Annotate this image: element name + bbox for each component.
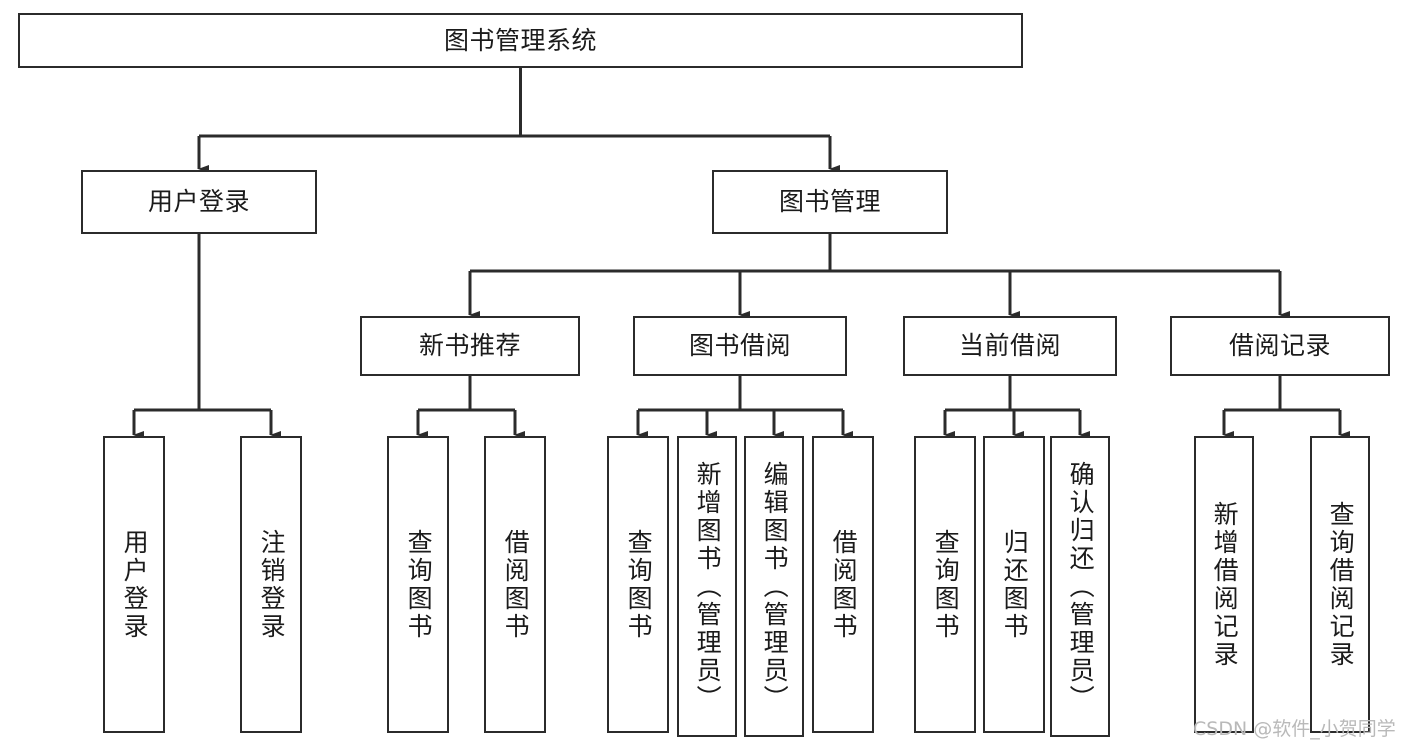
node-leaf-1[interactable]: 用户登录: [103, 436, 165, 733]
node-label: 图书管理: [778, 187, 881, 217]
node-leaf-7[interactable]: 编辑图书（管理员）: [744, 436, 804, 737]
node-l3-2[interactable]: 图书借阅: [633, 316, 847, 376]
node-root[interactable]: 图书管理系统: [18, 13, 1023, 68]
node-label: 新增借阅记录: [1210, 500, 1240, 669]
node-label: 用户登录: [120, 528, 150, 641]
connector-lines: [132, 68, 1350, 440]
node-leaf-4[interactable]: 借阅图书: [484, 436, 546, 733]
node-l2-1[interactable]: 用户登录: [81, 170, 317, 234]
node-leaf-13[interactable]: 查询借阅记录: [1310, 436, 1370, 733]
node-label: 查询图书: [404, 528, 434, 641]
node-leaf-5[interactable]: 查询图书: [607, 436, 669, 733]
node-label: 新增图书（管理员）: [693, 460, 723, 713]
node-l2-2[interactable]: 图书管理: [712, 170, 948, 234]
node-leaf-6[interactable]: 新增图书（管理员）: [677, 436, 737, 737]
node-label: 确认归还（管理员）: [1066, 460, 1096, 713]
node-l3-4[interactable]: 借阅记录: [1170, 316, 1390, 376]
csdn-watermark: CSDN @软件_小贺同学: [1193, 718, 1396, 740]
node-label: 归还图书: [1000, 528, 1030, 641]
node-leaf-8[interactable]: 借阅图书: [812, 436, 874, 733]
node-label: 借阅图书: [501, 528, 531, 641]
node-leaf-11[interactable]: 确认归还（管理员）: [1050, 436, 1110, 737]
node-label: 当前借阅: [958, 331, 1061, 361]
node-leaf-10[interactable]: 归还图书: [983, 436, 1045, 733]
node-label: 用户登录: [147, 187, 250, 217]
node-l3-3[interactable]: 当前借阅: [903, 316, 1117, 376]
node-label: 借阅图书: [829, 528, 859, 641]
node-label: 查询图书: [624, 528, 654, 641]
node-label: 新书推荐: [418, 331, 521, 361]
node-l3-1[interactable]: 新书推荐: [360, 316, 580, 376]
node-leaf-12[interactable]: 新增借阅记录: [1194, 436, 1254, 733]
node-label: 图书管理系统: [443, 25, 597, 55]
node-leaf-9[interactable]: 查询图书: [914, 436, 976, 733]
node-label: 借阅记录: [1228, 331, 1331, 361]
node-leaf-2[interactable]: 注销登录: [240, 436, 302, 733]
node-label: 查询图书: [931, 528, 961, 641]
node-label: 编辑图书（管理员）: [760, 460, 790, 713]
node-label: 注销登录: [257, 528, 287, 641]
node-label: 图书借阅: [688, 331, 791, 361]
node-label: 查询借阅记录: [1326, 500, 1356, 669]
node-leaf-3[interactable]: 查询图书: [387, 436, 449, 733]
